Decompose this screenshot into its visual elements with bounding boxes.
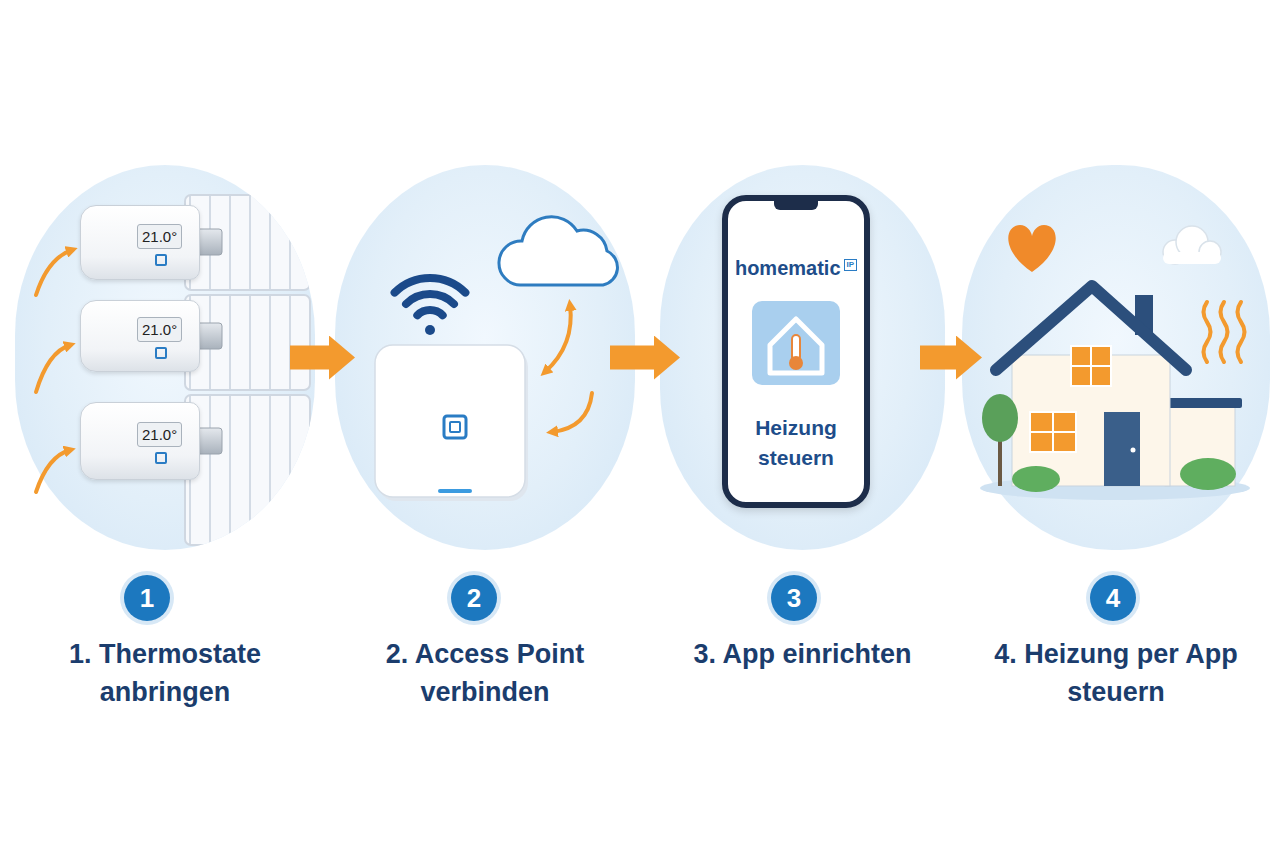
radiator [185, 195, 310, 545]
app-label: Heizung steuern [736, 413, 856, 473]
flow-arrow [290, 346, 329, 370]
callout-number: 3 [771, 575, 817, 621]
cloud-symbol [499, 217, 617, 285]
house-illustration [980, 225, 1250, 500]
thermostat-display: 21.0° [137, 317, 182, 342]
step-number: 2 [451, 575, 497, 621]
app-body: Heizung steuern [736, 413, 856, 473]
app-icon [752, 301, 840, 385]
radiator-thermostat: 21.0° [80, 300, 200, 372]
callout-number: 1 [124, 575, 170, 621]
thermostat-logo [155, 254, 167, 266]
sync-arrow [545, 305, 592, 432]
brand-logo: homematic [735, 257, 841, 280]
radiator-thermostat: 21.0° [80, 402, 200, 480]
flow-arrow [610, 346, 654, 370]
thermostat-display: 21.0° [137, 224, 182, 249]
house-thermometer-icon [752, 301, 840, 385]
step-label: 1. Thermostate anbringen [30, 635, 300, 711]
step-panel: 3. App einrichtenhomematicIPHeizung steu… [660, 165, 945, 550]
radiator-thermostat: 21.0° [80, 205, 200, 280]
brand-badge: IP [844, 259, 858, 271]
phone-notch [774, 201, 818, 210]
step-label: 2. Access Point verbinden [350, 635, 620, 711]
mount-arrow [36, 250, 72, 492]
step-label: 3. App einrichten [668, 635, 938, 673]
flow-arrow [920, 346, 956, 370]
thermostat-logo [155, 452, 167, 464]
access-point [375, 345, 528, 501]
smartphone-app: homematicIP Heizung steuern [722, 195, 870, 508]
thermostat-logo [155, 347, 167, 359]
step-number: 4 [1090, 575, 1136, 621]
step-number: 3 [771, 575, 817, 621]
wifi-symbol [395, 278, 466, 335]
valve-connector [196, 229, 222, 454]
step-label: 4. Heizung per App steuern [981, 635, 1251, 711]
app-header: homematicIP [728, 257, 864, 280]
step-number: 1 [124, 575, 170, 621]
thermostat-display: 21.0° [137, 422, 182, 447]
callout-number: 4 [1090, 575, 1136, 621]
callout-number: 2 [451, 575, 497, 621]
